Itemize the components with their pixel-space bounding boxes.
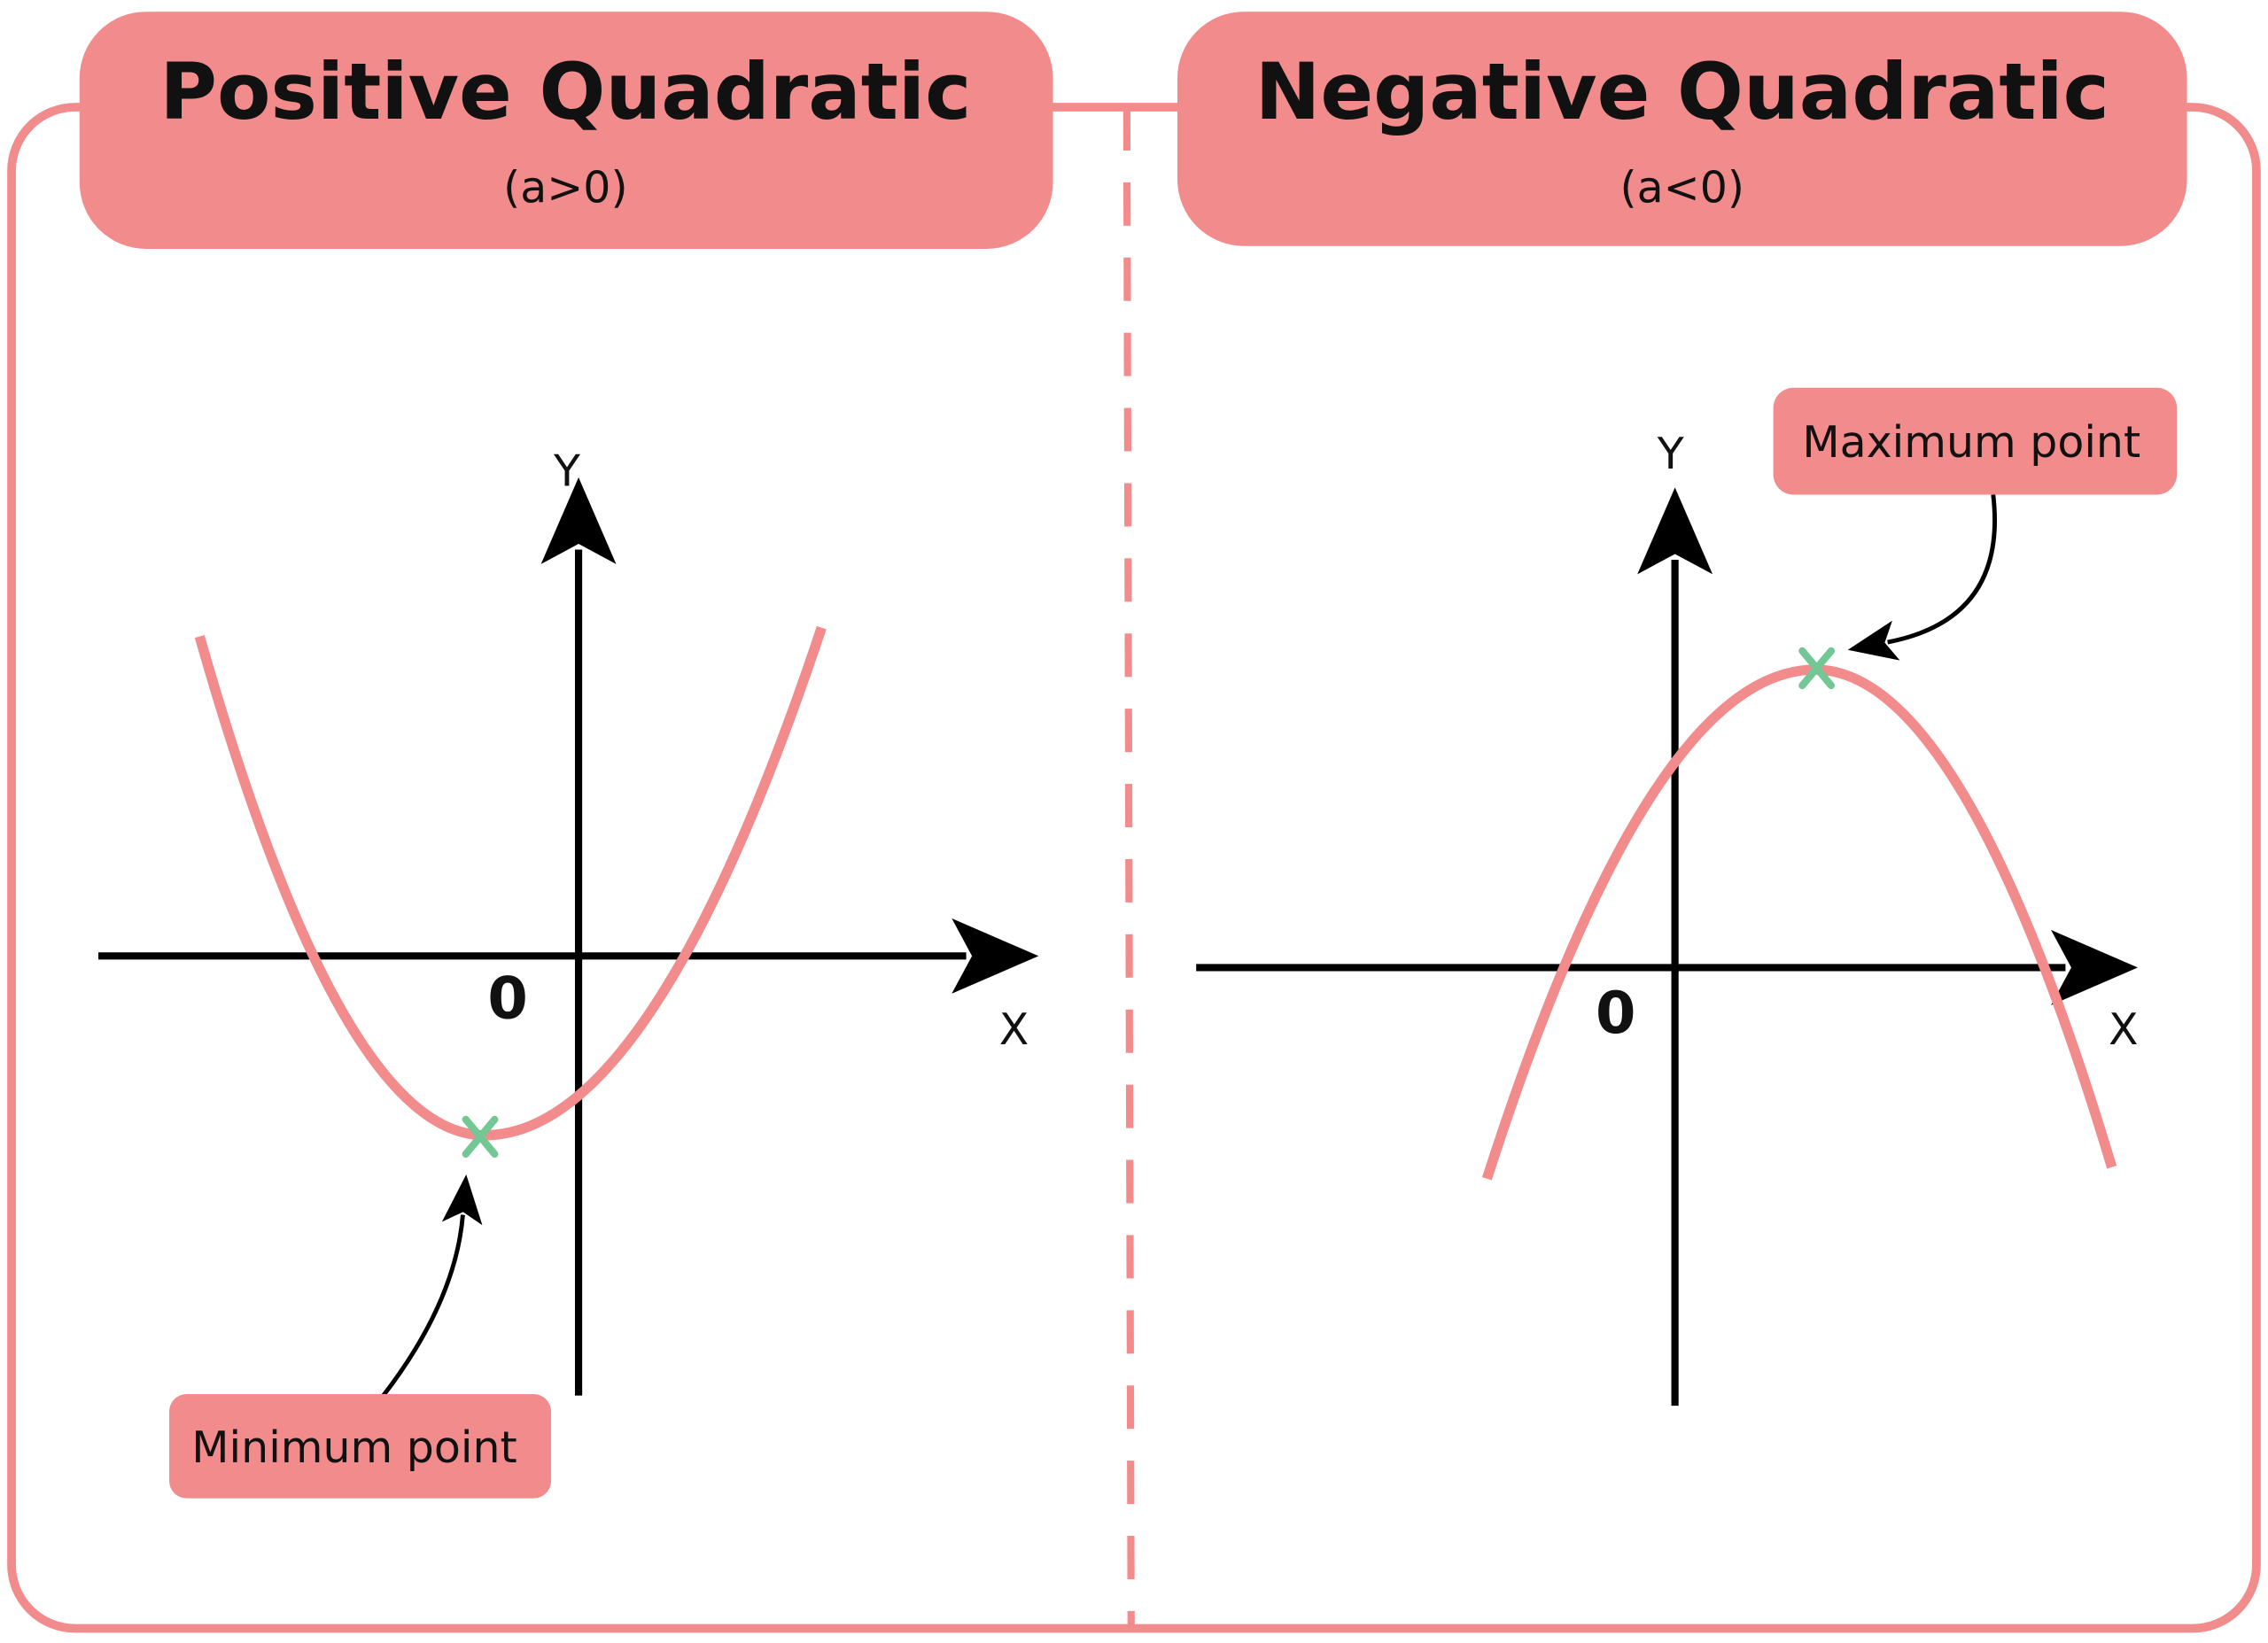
divider-dashed [1122, 106, 1135, 1629]
left-subtitle: (a>0) [503, 163, 627, 213]
left-parabola [194, 625, 827, 1141]
right-y-label: Y [1657, 429, 1684, 479]
right-title: Negative Quadratic [1255, 46, 2109, 137]
maximum-point-marker-icon [1798, 647, 1836, 690]
left-graph: Y X 0 Minimum point [98, 446, 1039, 1499]
left-x-label: X [999, 1004, 1029, 1055]
maximum-callout-box [1773, 387, 2178, 495]
left-title: Positive Quadratic [159, 46, 971, 137]
left-origin-label: 0 [487, 965, 527, 1033]
maximum-callout-arrow [1847, 494, 1997, 661]
outer-frame [7, 103, 2261, 1633]
right-header: Negative Quadratic (a<0) [1177, 12, 2187, 246]
right-parabola [1481, 664, 2117, 1181]
minimum-callout-box [169, 1394, 552, 1499]
right-x-label: X [2109, 1004, 2139, 1055]
right-subtitle: (a<0) [1620, 163, 1744, 213]
minimum-point-marker-icon [462, 1115, 499, 1159]
right-graph: Y X 0 Maximum point [1196, 387, 2178, 1407]
maximum-callout-label: Maximum point [1802, 417, 2140, 468]
left-header: Positive Quadratic (a>0) [79, 12, 1053, 249]
left-y-label: Y [553, 446, 580, 497]
minimum-callout-label: Minimum point [191, 1422, 517, 1473]
right-origin-label: 0 [1596, 980, 1635, 1047]
minimum-callout-arrow [381, 1174, 483, 1398]
